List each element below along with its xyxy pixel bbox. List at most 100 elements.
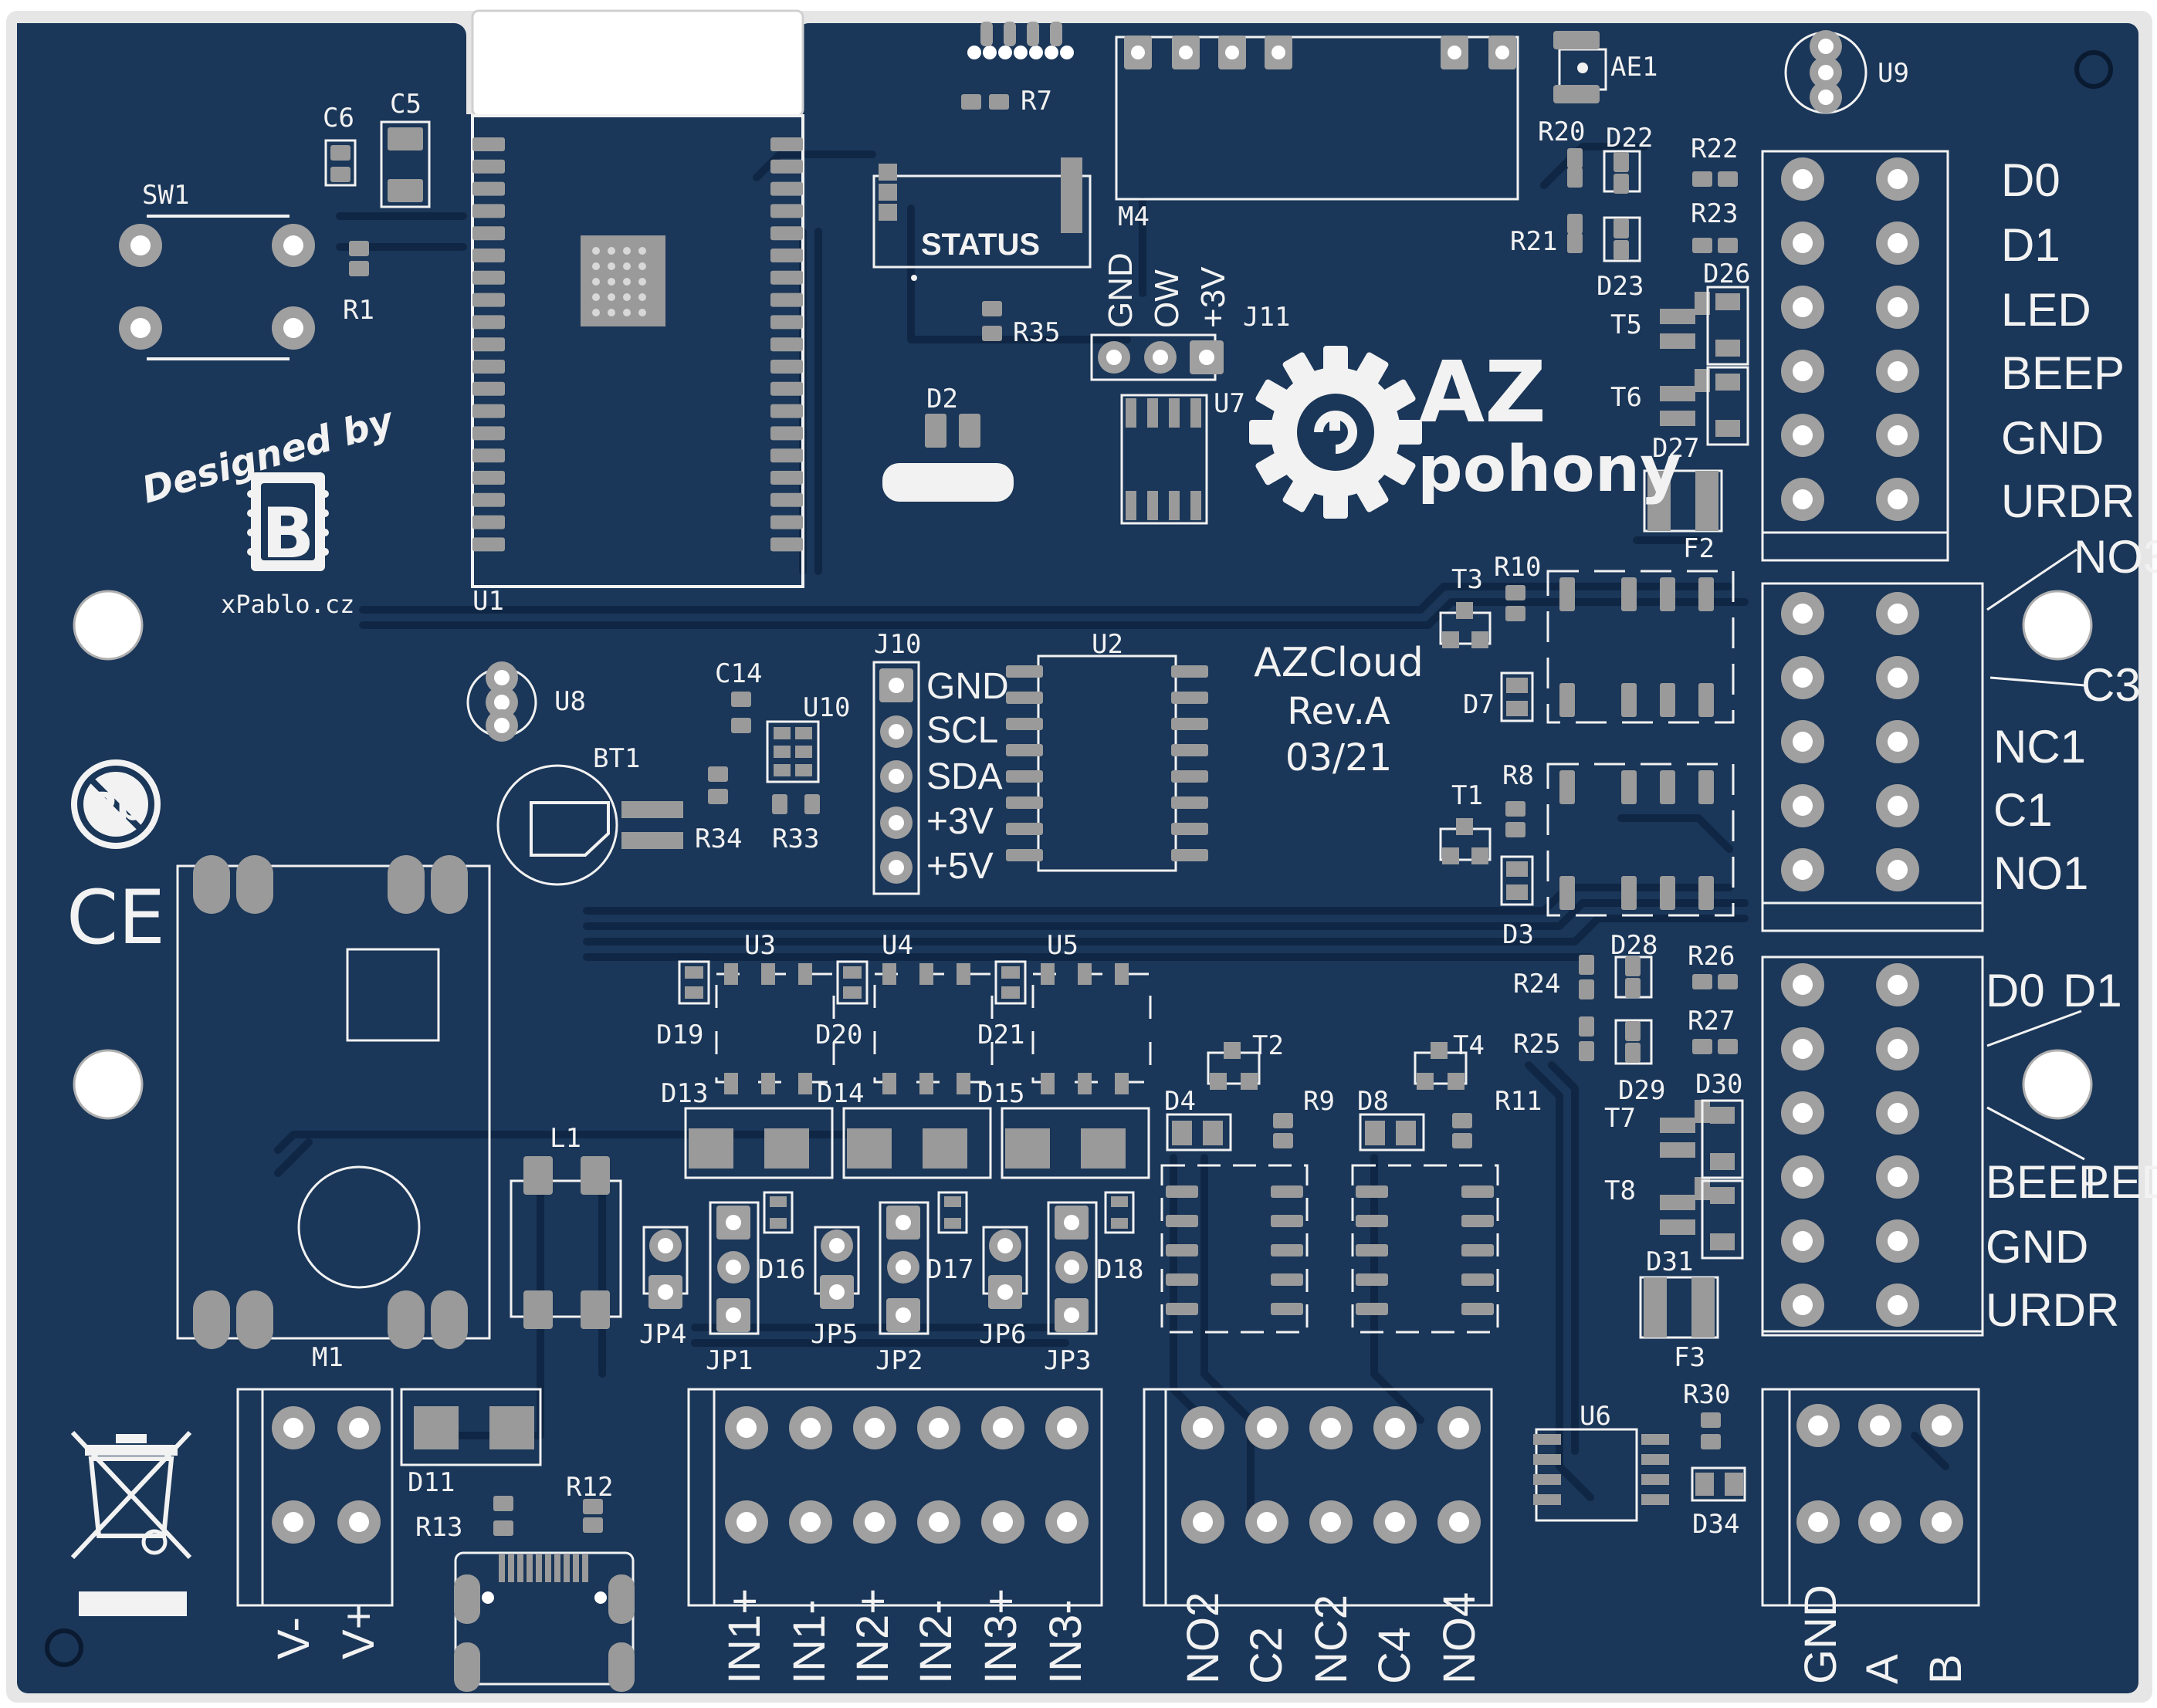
refdes-ae1: AE1 <box>1610 52 1658 83</box>
refdes-t7: T7 <box>1604 1103 1636 1134</box>
refdes-t3: T3 <box>1451 564 1483 595</box>
output-pins-1: C2 <box>1241 1627 1292 1684</box>
power-connector <box>236 1388 394 1607</box>
refdes-r10: R10 <box>1494 552 1541 583</box>
refdes-d16: D16 <box>758 1254 805 1285</box>
refdes-jp5: JP5 <box>811 1319 858 1350</box>
refdes-l1: L1 <box>550 1123 581 1154</box>
input-pins-3: IN2- <box>911 1599 961 1684</box>
input-pins-4: IN3+ <box>976 1588 1026 1684</box>
jumpers <box>642 1191 1135 1335</box>
refdes-u9: U9 <box>1878 58 1909 89</box>
refdes-d21: D21 <box>977 1020 1024 1050</box>
designer-site: xPablo.cz <box>221 590 354 619</box>
u9-sensor <box>1784 30 1867 114</box>
refdes-t4: T4 <box>1453 1030 1485 1061</box>
c14-u10 <box>708 692 820 814</box>
rs485-pins-1: A <box>1857 1654 1908 1684</box>
top-right-connector <box>1761 150 1949 562</box>
refdes-d23: D23 <box>1597 271 1644 302</box>
relay-connector <box>1761 582 1984 932</box>
top-conn-pin-1: D1 <box>2001 219 2060 271</box>
j11-pin-1: OW <box>1148 269 1186 328</box>
refdes-d19: D19 <box>656 1020 703 1050</box>
top-conn-pin-4: GND <box>2001 412 2104 464</box>
input-optos <box>678 960 1152 1179</box>
refdes-t6: T6 <box>1610 382 1642 413</box>
refdes-d3: D3 <box>1502 919 1534 950</box>
label-leaders <box>1986 548 2085 1161</box>
refdes-m1: M1 <box>312 1342 344 1373</box>
refdes-f3: F3 <box>1674 1342 1705 1373</box>
j10-pin-1: SCL <box>926 710 998 751</box>
refdes-r13: R13 <box>415 1512 462 1543</box>
refdes-t2: T2 <box>1252 1030 1284 1061</box>
top-header <box>961 22 1074 110</box>
refdes-d17: D17 <box>926 1254 974 1285</box>
top-conn-pin-3: BEEP <box>2001 347 2125 399</box>
refdes-jp4: JP4 <box>639 1319 686 1350</box>
mid-conn-urdr: URDR <box>1986 1284 2119 1336</box>
refdes-r9: R9 <box>1303 1086 1335 1117</box>
relay-label-no1: NO1 <box>1993 847 2088 899</box>
refdes-u1: U1 <box>472 586 504 617</box>
refdes-jp3: JP3 <box>1044 1345 1091 1376</box>
j10-pin-2: SDA <box>926 756 1003 797</box>
refdes-d13: D13 <box>661 1078 708 1109</box>
refdes-u7: U7 <box>1214 388 1245 419</box>
input-pins-2: IN2+ <box>848 1588 898 1684</box>
top-right-smd <box>1567 148 1749 533</box>
refdes-c14: C14 <box>715 658 762 689</box>
refdes-r22: R22 <box>1691 134 1738 164</box>
relay-drivers <box>1439 570 1735 917</box>
refdes-r21: R21 <box>1510 226 1557 257</box>
refdes-t5: T5 <box>1610 309 1642 340</box>
relay-label-c1: C1 <box>1993 784 2053 836</box>
refdes-r7: R7 <box>1021 86 1052 117</box>
top-conn-pin-5: URDR <box>2001 475 2135 527</box>
refdes-d22: D22 <box>1606 123 1653 154</box>
j10-pin-3: +3V <box>926 801 994 842</box>
refdes-u5: U5 <box>1047 930 1078 961</box>
input-pins-5: IN3- <box>1041 1599 1091 1684</box>
refdes-r1: R1 <box>343 295 374 326</box>
rs485-pins-2: B <box>1921 1654 1971 1684</box>
mid-conn-beep: BEEP <box>1986 1156 2109 1208</box>
mid-conn-led: LED <box>2084 1156 2157 1208</box>
refdes-j11: J11 <box>1243 302 1290 333</box>
refdes-r24: R24 <box>1513 969 1560 999</box>
refdes-d11: D11 <box>408 1467 455 1498</box>
top-conn-pin-0: D0 <box>2001 154 2060 206</box>
refdes-d29: D29 <box>1618 1075 1665 1106</box>
u1-module <box>471 114 804 588</box>
input-connector <box>687 1388 1103 1607</box>
status-ic-label: STATUS <box>921 228 1040 262</box>
refdes-d30: D30 <box>1695 1069 1742 1100</box>
j11-pin-0: GND <box>1102 252 1139 328</box>
board-name: AZCloud <box>1254 640 1424 686</box>
rs485-pins-0: GND <box>1796 1585 1846 1684</box>
refdes-d14: D14 <box>817 1078 864 1109</box>
output-pins-3: C4 <box>1370 1627 1420 1684</box>
refdes-d20: D20 <box>815 1020 862 1050</box>
refdes-d31: D31 <box>1646 1246 1693 1277</box>
refdes-m4: M4 <box>1118 201 1150 232</box>
d11-diode <box>400 1388 542 1466</box>
refdes-d15: D15 <box>977 1078 1024 1109</box>
refdes-d18: D18 <box>1096 1254 1143 1285</box>
mid-conn-d0: D0 <box>1986 965 2045 1016</box>
refdes-r27: R27 <box>1688 1006 1735 1037</box>
refdes-r34: R34 <box>695 824 742 854</box>
refdes-u4: U4 <box>882 930 913 961</box>
j10-header <box>872 661 920 895</box>
status-ic <box>872 157 1092 502</box>
mid-conn-d1: D1 <box>2063 965 2122 1016</box>
mounting-holes <box>45 50 2113 1667</box>
refdes-f2: F2 <box>1683 533 1715 564</box>
j10-pin-0: GND <box>926 666 1009 707</box>
right-mid-smd <box>1579 955 1744 1339</box>
sw1-button <box>119 215 315 360</box>
status-label: STATUS <box>889 468 1007 502</box>
bt1-battery <box>496 764 683 886</box>
m4-module <box>1115 36 1519 201</box>
